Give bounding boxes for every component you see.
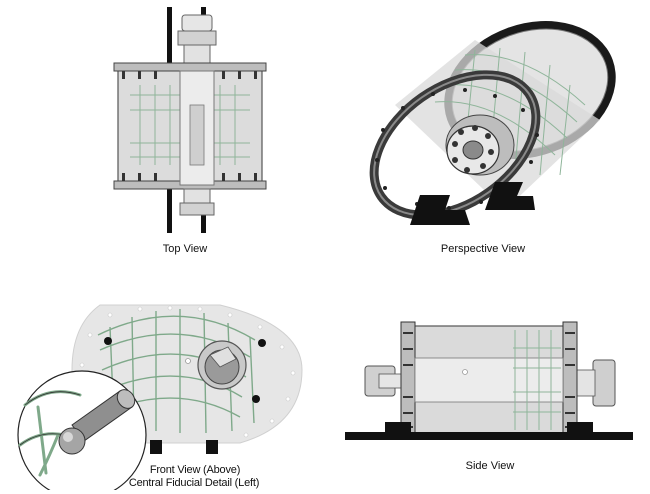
front-view-caption-line2: Central Fiducial Detail (Left): [128, 477, 260, 489]
perspective-support-right: [485, 182, 535, 210]
side-view-illustration: [345, 318, 645, 458]
front-view-foot-left: [150, 440, 162, 454]
front-view-caption-line1: Front View (Above): [149, 464, 241, 476]
perspective-support-left: [410, 195, 470, 225]
top-view-caption: Top View: [162, 243, 208, 255]
perspective-view-caption: Perspective View: [440, 243, 526, 255]
side-view-caption: Side View: [465, 460, 515, 472]
front-view-illustration: [10, 295, 310, 490]
front-view-foot-right: [206, 440, 218, 454]
side-view-base: [345, 432, 633, 440]
top-view-illustration: [110, 5, 270, 240]
perspective-view-illustration: [355, 10, 620, 242]
